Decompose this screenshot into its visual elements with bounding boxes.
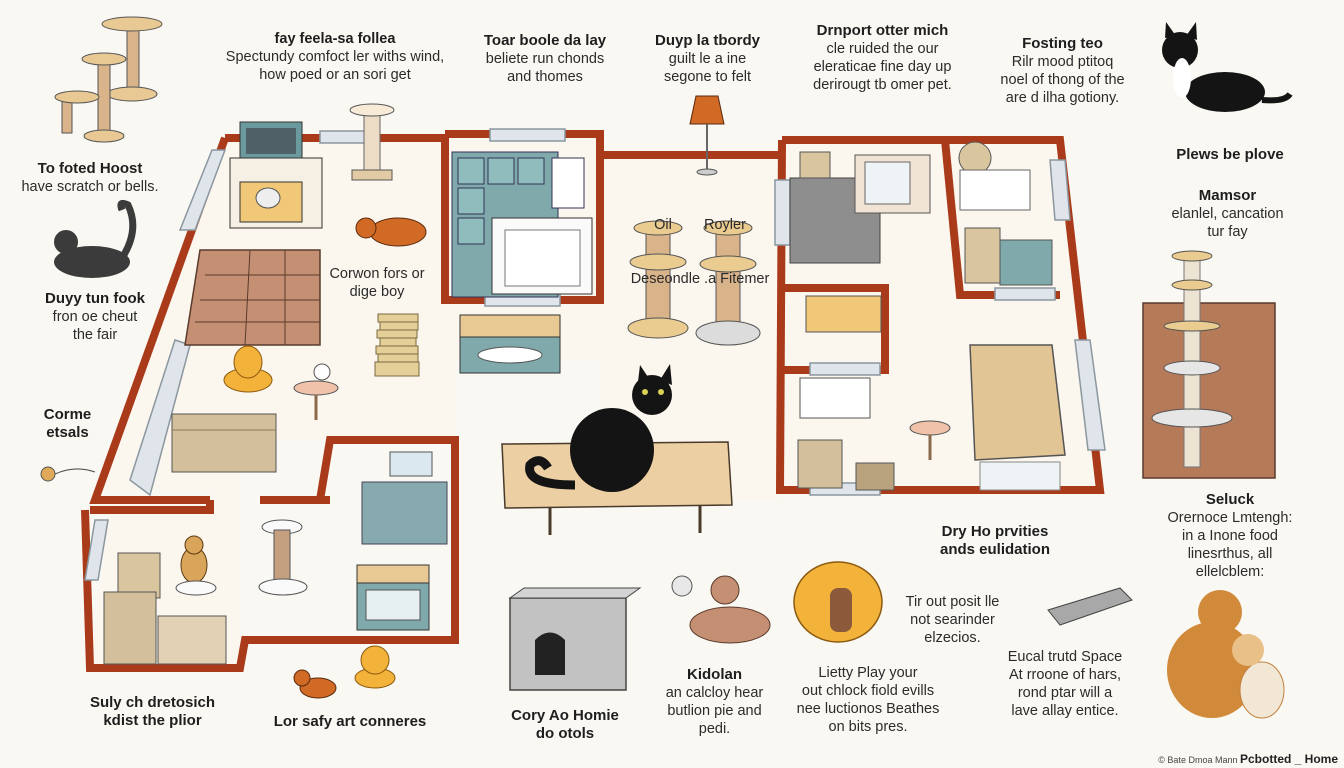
fluffy-cats-icon	[1167, 590, 1285, 719]
oven-icon	[491, 217, 593, 295]
label-right-2: Mamsor elanlel, cancation tur fay	[1171, 187, 1284, 240]
black-cat-on-bench-icon	[501, 364, 733, 535]
desk-icon	[799, 295, 882, 419]
label-plan-3: Dry Ho prvities ands eulidation	[939, 523, 1050, 558]
cat-pair-icon	[671, 575, 771, 644]
feeding-station-icon	[356, 564, 430, 631]
small-orange-cat-icon	[293, 669, 337, 699]
label-plan-1: Corwon fors or dige boy	[329, 266, 425, 300]
plush-bed-icon	[354, 645, 396, 689]
label-right-3: Seluck Orernoce Lmtengh: in a Inone food…	[1167, 491, 1293, 580]
label-top-5: Fosting teo Rilr mood ptitoq noel of tho…	[1000, 35, 1125, 106]
label-bottom-1: Suly ch dretosich kdist the plior	[89, 694, 216, 729]
bathtub-icon	[958, 141, 1053, 286]
label-plan-2: Oil Royler Deseondle .a Fitemer	[630, 217, 770, 287]
label-left-2: Duyy tun fook fron oe cheut the fair	[45, 290, 145, 343]
perch-table-icon	[293, 363, 339, 420]
label-left-3: Corme etsals	[43, 406, 92, 441]
tv-icon	[239, 121, 303, 161]
window-frame-icon	[854, 154, 931, 214]
tabby-cat-icon	[175, 535, 217, 596]
scratch-pad-icon	[1047, 587, 1133, 626]
cat-cabinet-icon	[229, 157, 323, 229]
scratch-post-pair-icon	[627, 220, 761, 346]
label-bottom-5: Lietty Play your out chlock fiold evills…	[796, 665, 940, 735]
label-bottom-7: Eucal trutd Space At rroone of hars, ron…	[1007, 649, 1123, 719]
label-top-3: Duyp la tbordy guilt le a ine segone to …	[654, 32, 760, 85]
cat-tree-lower-icon	[258, 519, 308, 596]
label-top-4: Drnport otter mich cle ruided the our el…	[813, 22, 952, 93]
credit-line: © Bate Dmoa Mann Pcbotted _ Home	[1158, 752, 1338, 766]
storage-bins-icon	[797, 439, 895, 491]
label-left-1: To foted Hoost have scratch or bells.	[21, 160, 159, 195]
mouse-toy-icon	[40, 466, 96, 482]
armchair-icon	[969, 344, 1066, 491]
label-bottom-2: Lor safy art conneres	[273, 713, 427, 730]
sitting-cat-left-icon	[54, 199, 137, 278]
tuxedo-cat-icon	[1162, 22, 1293, 112]
orange-cat-icon	[355, 217, 427, 247]
sofa-icon	[184, 249, 321, 346]
storage-box-icon	[171, 413, 277, 473]
litter-box-house-icon	[508, 587, 642, 691]
litter-storage-icon	[103, 552, 227, 665]
label-top-1: fay feela-sa follea Spectundy comfoct le…	[225, 31, 445, 83]
sink-unit-icon	[459, 314, 561, 374]
cat-bed-icon	[223, 345, 273, 393]
book-stack-icon	[374, 313, 420, 377]
label-top-2: Toar boole da lay beliete run chonds and…	[483, 32, 607, 85]
label-bottom-3: Cory Ao Homie do otols	[511, 707, 619, 742]
label-right-1: Plews be plove	[1176, 146, 1284, 163]
scratch-post-tower-icon	[54, 16, 163, 143]
pumpkin-cat-bed-icon	[793, 561, 883, 643]
label-bottom-4: Kidolan an calcloy hear butlion pie and …	[665, 666, 764, 737]
floor-lamp-icon	[689, 95, 725, 176]
cat-tree-small-icon	[349, 103, 395, 181]
bedroom-bed-icon	[361, 451, 448, 545]
label-bottom-6: Tir out posit lle not searinder elzecios…	[905, 594, 1000, 646]
wall-cat-tree-icon	[1142, 250, 1276, 479]
side-table-icon	[909, 420, 951, 460]
